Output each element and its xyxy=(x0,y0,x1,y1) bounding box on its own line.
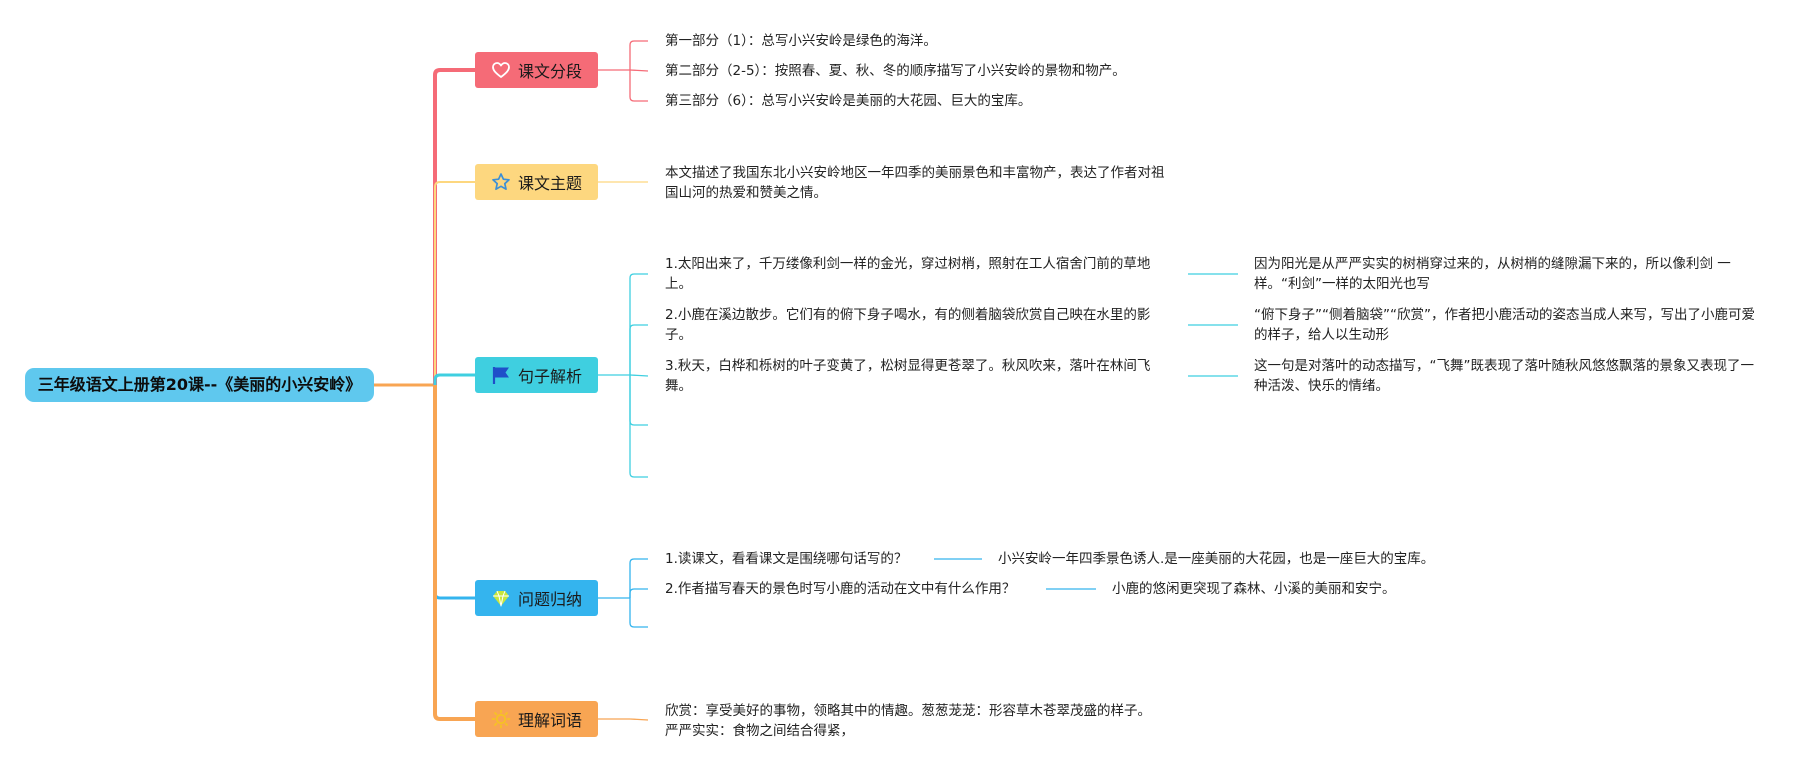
star-icon xyxy=(491,172,511,192)
child-connector xyxy=(629,69,649,72)
list-item-detail: 小兴安岭一年四季景色诱人.是一座美丽的大花园，也是一座巨大的宝库。 xyxy=(998,551,1435,567)
branch-connector xyxy=(433,385,475,600)
branch-label: 课文分段 xyxy=(517,62,582,81)
list-item: 2.作者描写春天的景色时写小鹿的活动在文中有什么作用？ xyxy=(665,581,1016,597)
list-item: 1.读课文，看看课文是围绕哪句话写的？ xyxy=(665,551,908,567)
branch-sentence-analysis[interactable]: 句子解析 xyxy=(475,357,598,393)
branch-label: 问题归纳 xyxy=(517,590,582,609)
sun-icon xyxy=(491,709,511,729)
diamond-icon xyxy=(491,588,511,608)
list-item-detail: 这一句是对落叶的动态描写，“飞舞”既表现了落叶随秋风悠悠飘落的景象又表现了一种活… xyxy=(1254,358,1754,394)
child-connector xyxy=(629,598,648,628)
branch-connector xyxy=(433,373,475,385)
child-connector xyxy=(629,588,648,598)
child-connector xyxy=(629,273,648,375)
branch-label: 理解词语 xyxy=(517,711,582,730)
branch-connector xyxy=(433,68,475,385)
list-item-detail: 小鹿的悠闲更突现了森林、小溪的美丽和安宁。 xyxy=(1112,581,1396,597)
flag-icon xyxy=(491,365,511,385)
list-item: 本文描述了我国东北小兴安岭地区一年四季的美丽景色和丰富物产，表达了作者对祖国山河… xyxy=(665,165,1165,201)
child-connector xyxy=(629,375,648,478)
list-item: 第二部分（2-5）：按照春、夏、秋、冬的顺序描写了小兴安岭的景物和物产。 xyxy=(665,63,1126,79)
child-connector xyxy=(629,558,648,598)
child-connector xyxy=(629,40,648,70)
branch-lesson-theme[interactable]: 课文主题 xyxy=(475,164,598,200)
child-connector xyxy=(629,718,649,721)
branch-connector xyxy=(434,181,475,385)
branch-word-meanings[interactable]: 理解词语 xyxy=(475,701,598,737)
list-item: 欣赏：享受美好的事物，领略其中的情趣。葱葱茏茏：形容草木苍翠茂盛的样子。严严实实… xyxy=(665,703,1151,739)
list-item-detail: 因为阳光是从严严实实的树梢穿过来的，从树梢的缝隙漏下来的，所以像利剑 一样。“利… xyxy=(1254,256,1731,292)
child-connector xyxy=(629,324,648,375)
heart-icon xyxy=(491,60,511,80)
list-item: 第一部分（1）：总写小兴安岭是绿色的海洋。 xyxy=(665,33,937,49)
branch-label: 句子解析 xyxy=(517,367,582,386)
list-item-detail: “俯下身子”“侧着脑袋”“欣赏”，作者把小鹿活动的姿态当成人来写，写出了小鹿可爱… xyxy=(1254,307,1755,343)
branch-lesson-sections[interactable]: 课文分段 xyxy=(475,52,598,88)
list-item: 2.小鹿在溪边散步。它们有的俯下身子喝水，有的侧着脑袋欣赏自己映在水里的影子。 xyxy=(665,307,1151,343)
branch-connector xyxy=(433,385,475,721)
child-connector xyxy=(629,70,648,102)
list-item: 3.秋天，白桦和栎树的叶子变黄了，松树显得更苍翠了。秋风吹来，落叶在林间飞舞。 xyxy=(665,358,1151,394)
list-item: 第三部分（6）：总写小兴安岭是美丽的大花园、巨大的宝库。 xyxy=(665,93,1032,109)
child-connector xyxy=(629,375,648,426)
branch-label: 课文主题 xyxy=(517,174,582,193)
branch-question-summary[interactable]: 问题归纳 xyxy=(475,580,598,616)
list-item: 1.太阳出来了，千万缕像利剑一样的金光，穿过树梢，照射在工人宿舍门前的草地上。 xyxy=(665,256,1151,292)
root-topic[interactable]: 三年级语文上册第20课--《美丽的小兴安岭》 xyxy=(25,368,374,402)
child-connector xyxy=(629,374,649,377)
